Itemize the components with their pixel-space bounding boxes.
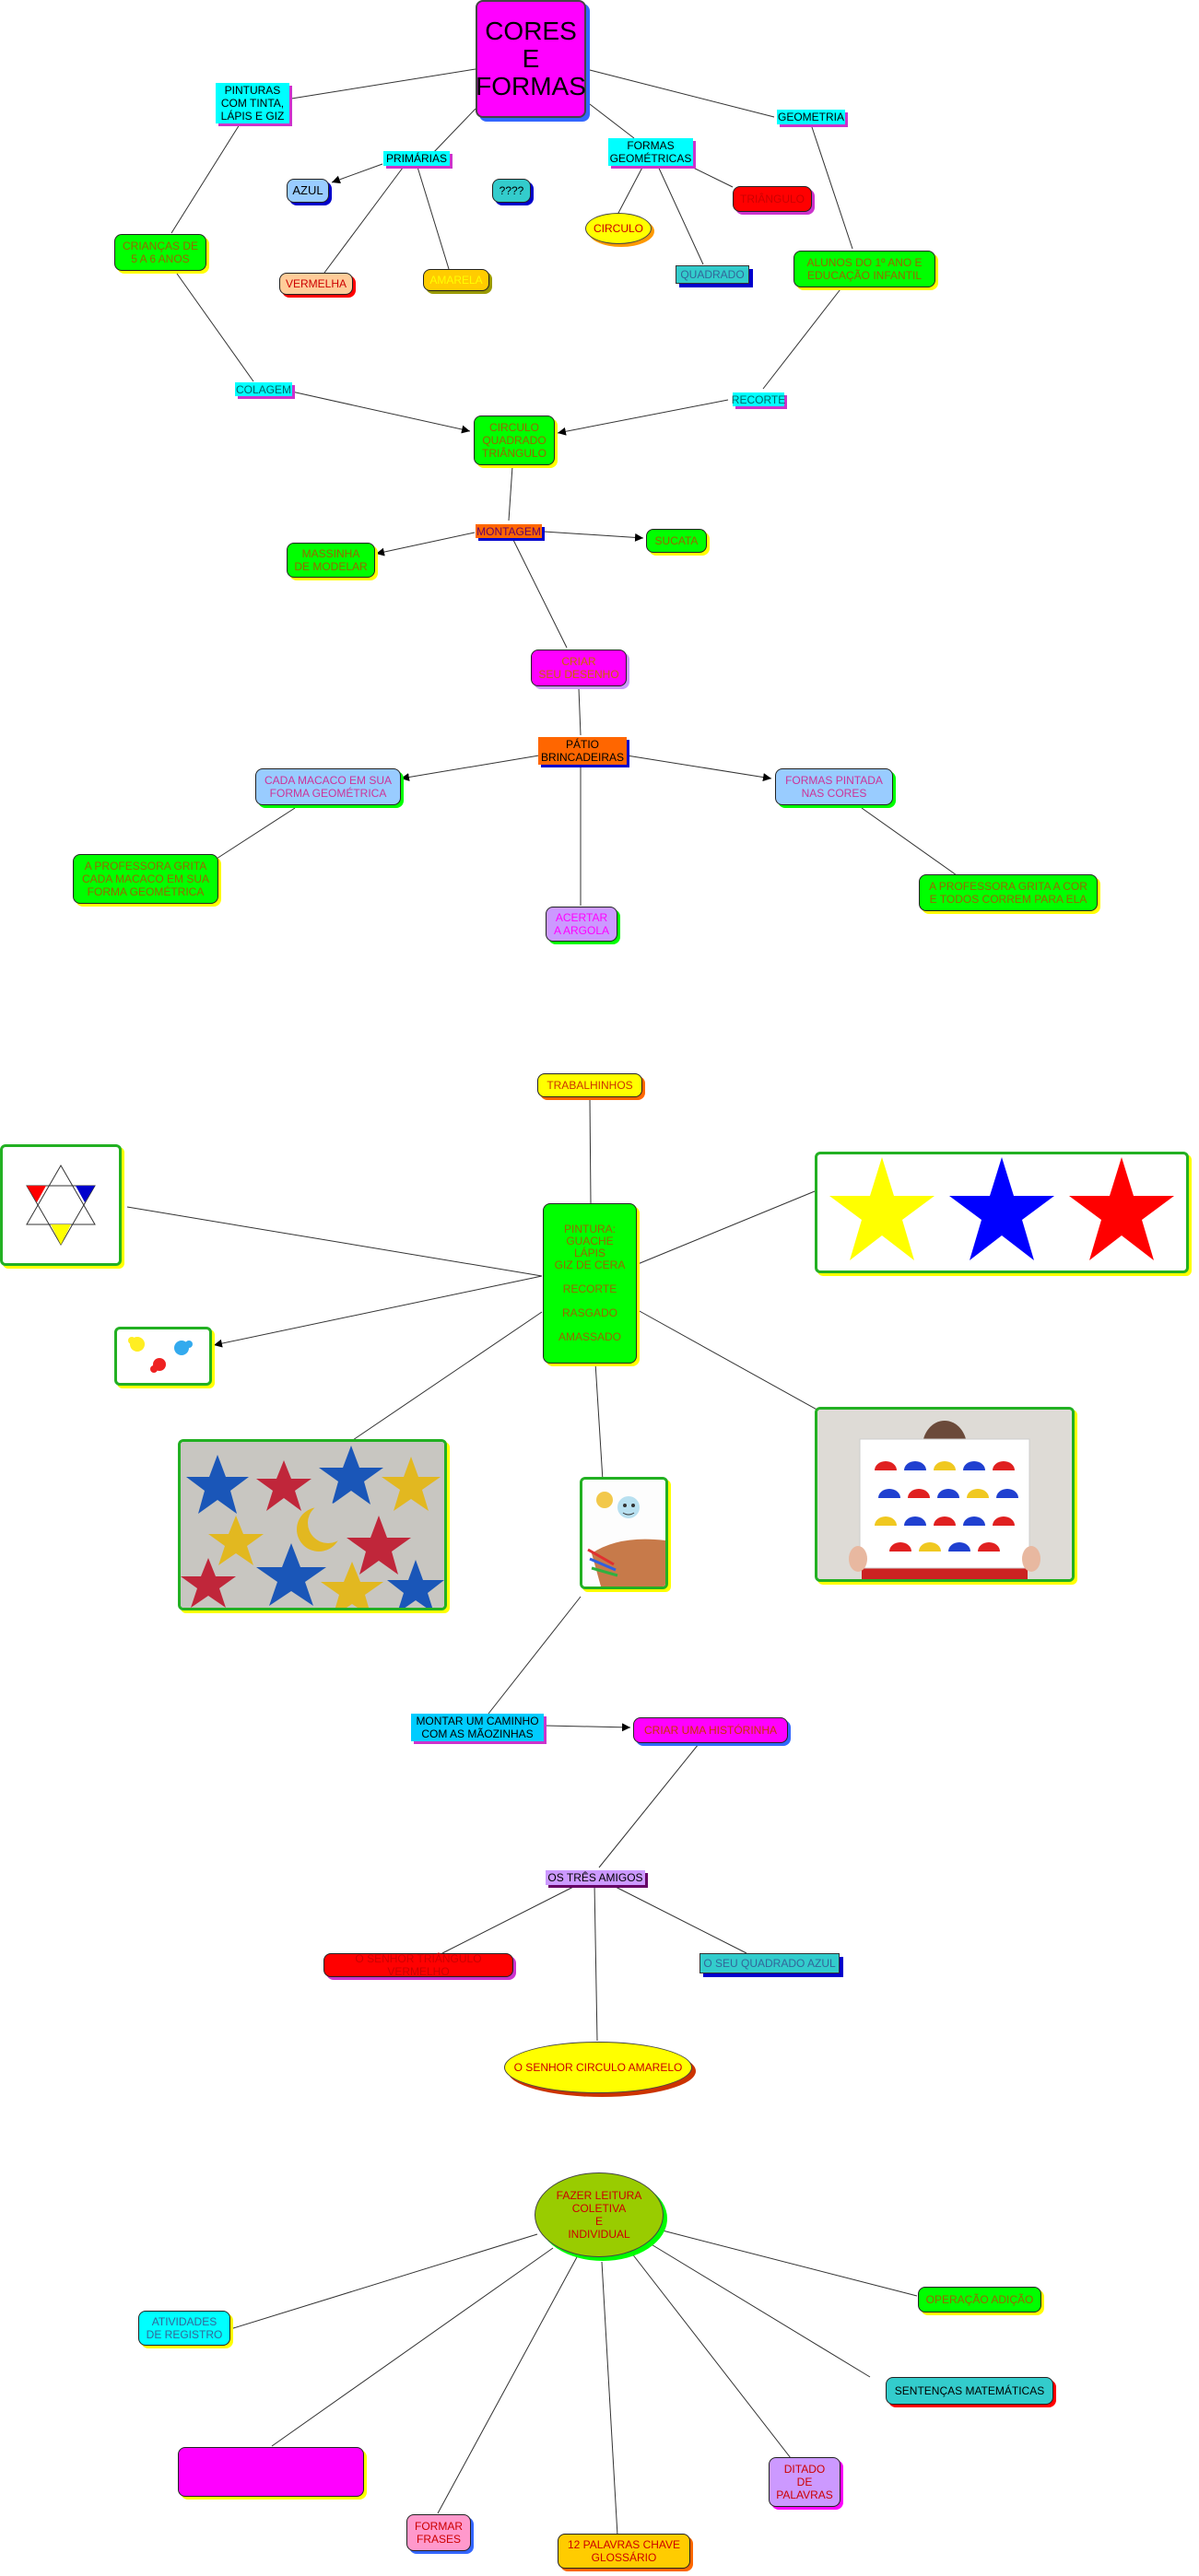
quadrado-node[interactable]: QUADRADO [676,265,749,284]
magenta-node[interactable] [178,2447,364,2497]
recorte-label[interactable]: RECORTE [731,392,786,406]
trabalhinhos-node[interactable]: TRABALHINHOS [537,1073,642,1097]
formas-pintada-node[interactable]: FORMAS PINTADA NAS CORES [775,768,893,805]
triangle-star-icon [0,1144,122,1266]
criar-historinha-node[interactable]: CRIAR UMA HISTÓRINHA [633,1717,788,1743]
paper-stars-icon [178,1439,447,1610]
atividades-registro-node[interactable]: ATIVIDADES DE REGISTRO [138,2311,230,2346]
stars-row-icon [815,1152,1189,1273]
palavras-chave-node[interactable]: 12 PALAVRAS CHAVE GLOSSÁRIO [558,2534,690,2569]
pinturas-label[interactable]: PINTURAS COM TINTA, LÁPIS E GIZ [216,83,289,123]
geometria-label[interactable]: GEOMETRIA [777,110,845,124]
ditado-palavras-node[interactable]: DITADO DE PALAVRAS [769,2457,840,2507]
vermelha-node[interactable]: VERMELHA [279,273,353,295]
circulo-amarelo-node[interactable]: O SENHOR CIRCULO AMARELO [504,2042,692,2093]
professora-macaco-node[interactable]: A PROFESSORA GRITA CADA MACACO EM SUA FO… [73,854,218,904]
acertar-argola-node[interactable]: ACERTAR A ARGOLA [546,907,617,942]
professora-cor-node[interactable]: A PROFESSORA GRITA A COR E TODOS CORREM … [919,874,1098,911]
colagem-label[interactable]: COLAGEM [235,382,292,396]
amarela-node[interactable]: AMARELA [423,269,489,291]
montar-caminho-label[interactable]: MONTAR UM CAMINHO COM AS MÃOZINHAS [411,1714,544,1741]
pintura-node[interactable]: PINTURA: GUACHE LÁPIS GIZ DE CERA RECORT… [543,1203,637,1364]
formas-geometricas-label[interactable]: FORMAS GEOMÉTRICAS [608,138,693,166]
senhor-triangulo-node[interactable]: O SENHOR TRIÂNGULO VERMELHO [323,1952,513,1978]
title-node[interactable]: CORES E FORMAS [476,0,586,118]
sentencas-matematicas-node[interactable]: SENTENÇAS MATEMÁTICAS [886,2377,1053,2405]
formar-frases-node[interactable]: FORMAR FRASES [406,2514,471,2551]
criar-desenho-node[interactable]: CRIAR SEU DESENHO [531,650,627,686]
montagem-label[interactable]: MONTAGEM [476,524,542,538]
child-drawing-icon [580,1477,668,1589]
interrogation-node[interactable]: ???? [492,179,531,203]
umbrella-art-icon [815,1407,1075,1582]
patio-brincadeiras-label[interactable]: PÁTIO BRINCADEIRAS [538,737,627,765]
circulo-quadrado-triangulo-node[interactable]: CIRCULO QUADRADO TRIÂNGULO [474,416,555,465]
massinha-node[interactable]: MASSINHA DE MODELAR [287,543,375,578]
paint-splash-icon [114,1327,212,1386]
tres-amigos-label[interactable]: OS TRÊS AMIGOS [546,1870,645,1885]
fazer-leitura-node[interactable]: FAZER LEITURA COLETIVA E INDIVIDUAL [535,2172,664,2257]
alunos-node[interactable]: ALUNOS DO 1º ANO E EDUCAÇÃO INFANTIL [793,251,935,287]
criancas-node[interactable]: CRIANÇAS DE 5 A 6 ANOS [114,234,206,271]
primarias-label[interactable]: PRIMÁRIAS [383,151,450,166]
operacao-adicao-node[interactable]: OPERAÇÃO ADIÇÃO [918,2287,1041,2313]
quadrado-azul-node[interactable]: O SEU QUADRADO AZUL [699,1953,840,1973]
cada-macaco-node[interactable]: CADA MACACO EM SUA FORMA GEOMÉTRICA [255,768,401,805]
sucata-node[interactable]: SUCATA [646,529,707,553]
azul-node[interactable]: AZUL [287,179,329,203]
circulo-node[interactable]: CIRCULO [585,213,652,244]
triangulo-node[interactable]: TRIÂNGULO [733,186,812,212]
